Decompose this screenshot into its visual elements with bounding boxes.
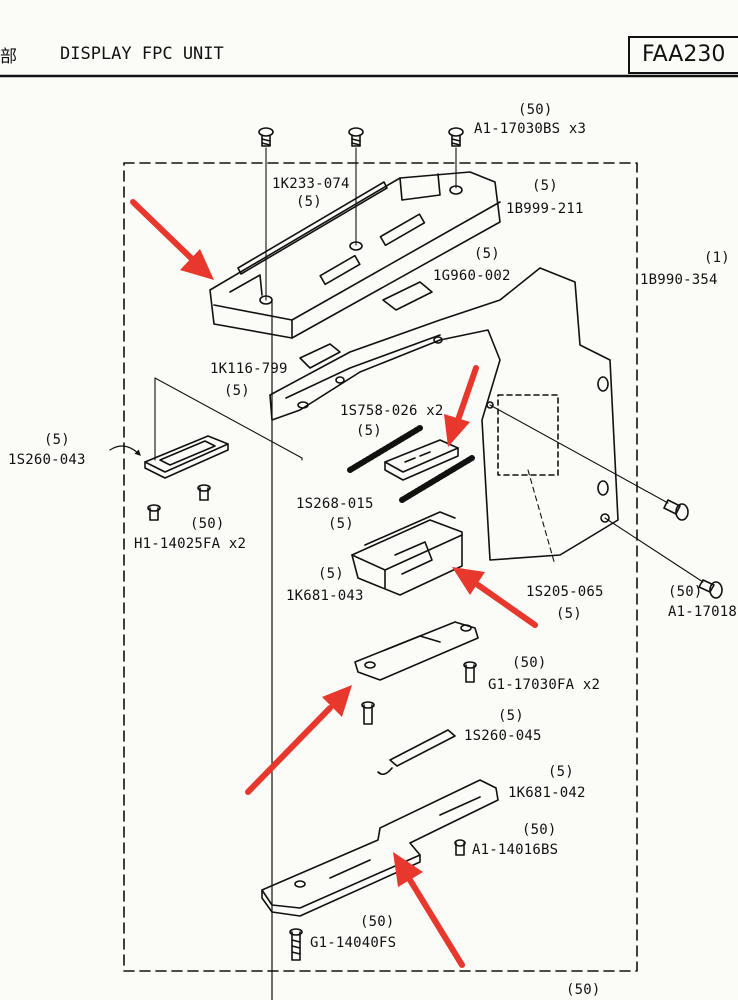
small-block-part xyxy=(299,343,341,369)
drawing-code-box: FAA230 xyxy=(628,36,738,74)
red-arrow-1 xyxy=(130,199,214,280)
part-a1-17030bs: A1-17030BS x3 xyxy=(474,121,587,137)
small-spring-part xyxy=(377,729,456,776)
annotation-arrows xyxy=(130,199,538,968)
red-arrow-3 xyxy=(452,567,538,628)
part-1b999-211: 1B999-211 xyxy=(506,201,584,217)
upper-cover-part xyxy=(209,171,501,339)
connector-part-left xyxy=(144,435,229,479)
part-a1-17018: A1-17018 xyxy=(668,604,738,620)
red-arrow-4 xyxy=(245,685,352,795)
pad-part xyxy=(382,281,433,311)
part-a1-14016bs: A1-14016BS xyxy=(472,842,559,858)
assembly-boundary xyxy=(123,162,638,972)
part-1k116-799: 1K116-799 xyxy=(210,361,288,377)
qty-1k233-074: (5) xyxy=(296,194,322,210)
screw-g1-14040fs xyxy=(289,928,303,961)
lower-base-part xyxy=(261,779,499,917)
qty-g1-17030fa: (50) xyxy=(512,655,547,671)
part-1s205-065: 1S205-065 xyxy=(526,584,604,600)
part-g1-17030fa: G1-17030FA x2 xyxy=(488,677,601,693)
screw-side-right xyxy=(663,499,689,521)
qty-1s260-043: (5) xyxy=(44,432,70,448)
qty-1k116-799: (5) xyxy=(224,383,250,399)
flex-circuit-part xyxy=(269,267,704,583)
part-1k681-042: 1K681-042 xyxy=(508,785,586,801)
qty-1b990-354: (1) xyxy=(704,250,730,266)
spring-part-2 xyxy=(399,455,475,503)
part-1s260-045: 1S260-045 xyxy=(464,728,542,744)
thin-strip-part xyxy=(237,181,388,275)
qty-a1-17018: (50) xyxy=(668,584,703,600)
qty-1k681-043: (5) xyxy=(318,566,344,582)
qty-g1-14040fs: (50) xyxy=(360,914,395,930)
spring-part-1 xyxy=(347,425,423,473)
qty-1s205-065: (5) xyxy=(556,606,582,622)
part-1b990-354: 1B990-354 xyxy=(640,272,718,288)
holder-part xyxy=(351,511,463,596)
part-1g960-002: 1G960-002 xyxy=(433,268,511,284)
contact-part xyxy=(384,439,459,481)
red-arrow-2 xyxy=(444,365,479,447)
qty-1s260-045: (5) xyxy=(498,708,524,724)
part-1k681-043: 1K681-043 xyxy=(286,588,364,604)
bracket-part xyxy=(354,621,479,681)
part-1s268-015: 1S268-015 xyxy=(296,496,374,512)
screw-h1-left-a xyxy=(147,504,161,521)
qty-screw-top: (50) xyxy=(518,102,553,118)
screw-a1-14016bs xyxy=(454,839,466,856)
page-title: DISPLAY FPC UNIT xyxy=(60,44,224,64)
screw-group-top xyxy=(258,127,464,301)
screw-a1-17018 xyxy=(698,579,723,599)
qty-bottom: (50) xyxy=(566,982,601,998)
qty-1s758-026: (5) xyxy=(356,423,382,439)
screw-h1-left-b xyxy=(197,484,211,501)
qty-a1-14016bs: (50) xyxy=(522,822,557,838)
header-kanji: 部 xyxy=(0,47,17,67)
qty-h1-14025fa: (50) xyxy=(190,516,225,532)
part-h1-14025fa: H1-14025FA x2 xyxy=(134,536,247,552)
qty-1b999-211: (5) xyxy=(532,178,558,194)
screw-g1-17030fa-b xyxy=(361,701,375,725)
qty-1g960-002: (5) xyxy=(474,246,500,262)
part-1s260-043: 1S260-043 xyxy=(8,452,86,468)
part-1s758-026: 1S758-026 x2 xyxy=(340,403,444,419)
part-g1-14040fs: G1-14040FS xyxy=(310,935,397,951)
red-arrow-5 xyxy=(393,852,465,968)
part-1k233-074: 1K233-074 xyxy=(272,176,350,192)
qty-1k681-042: (5) xyxy=(548,764,574,780)
screw-g1-17030fa-a xyxy=(463,661,477,683)
qty-1s268-015: (5) xyxy=(328,516,354,532)
